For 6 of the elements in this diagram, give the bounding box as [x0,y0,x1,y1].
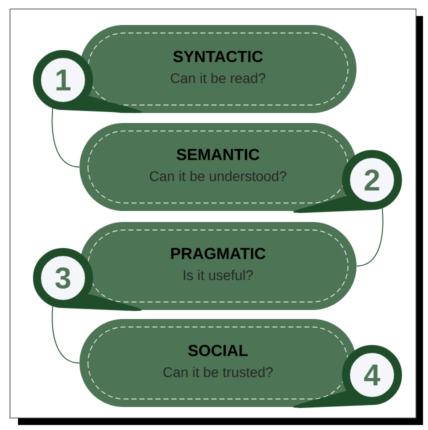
pill-box: PRAGMATIC Is it useful? [80,222,356,310]
pill-box: SOCIAL Can it be trusted? [80,319,356,407]
connector-line [52,108,80,168]
connector-line [52,306,80,364]
pill-box: SEMANTIC Can it be understood? [80,123,356,211]
connector-line [356,208,384,266]
